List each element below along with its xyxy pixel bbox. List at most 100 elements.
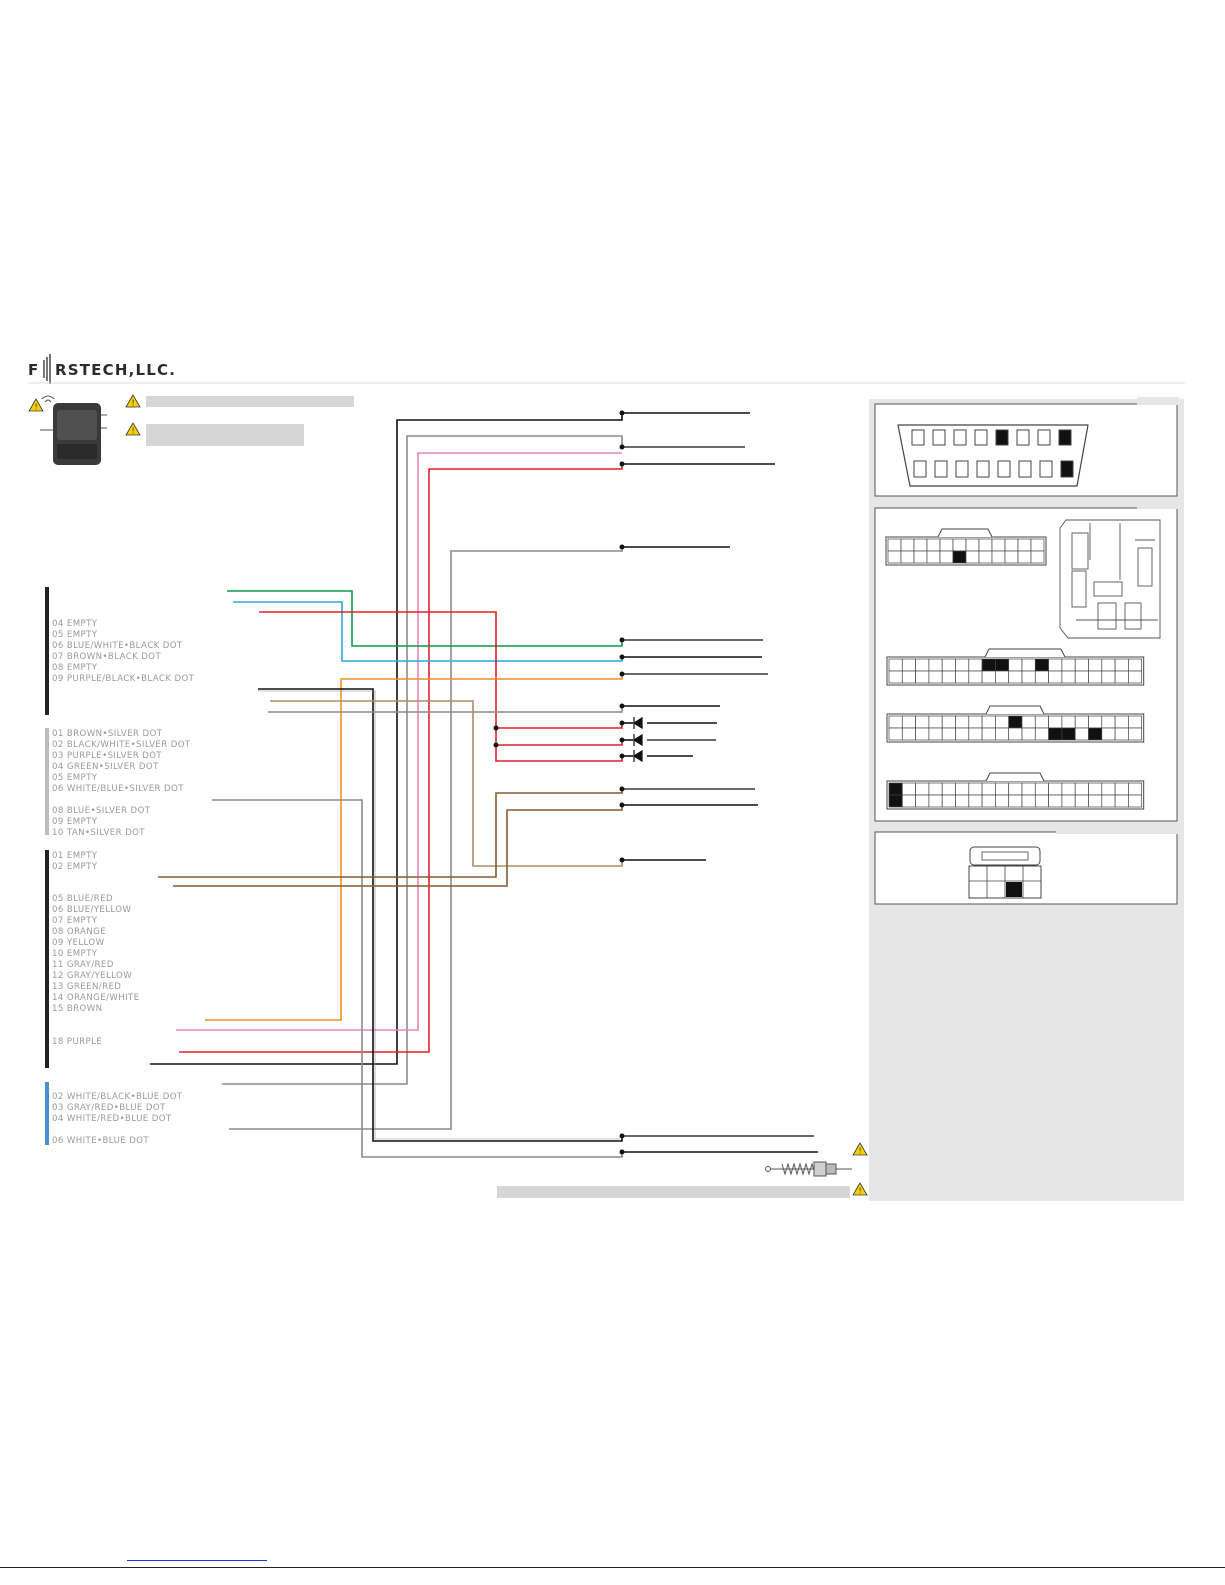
connector-pin [968,727,983,741]
connector-pin [915,715,930,729]
connector-pin [913,538,928,552]
connector-pin [1101,782,1116,796]
wire-white [258,690,620,1140]
obd-pin [934,460,948,478]
connector-pin [939,538,954,552]
connector-pin [1030,538,1045,552]
diode-icon [632,716,643,730]
obd-connector-box [874,397,1179,497]
obd-pin [974,429,988,446]
wire-red [496,723,623,729]
connector-pin [901,658,916,672]
connector-pin [1074,727,1089,741]
obd-pin [911,429,925,446]
note-bar [497,1186,850,1198]
pin-group-b: 01 BROWN•SILVER DOT 02 BLACK/WHITE•SILVE… [52,729,191,838]
connector-pin [1021,670,1036,684]
pin-label: 03 PURPLE•SILVER DOT [52,751,162,761]
connector-pin [965,538,980,552]
logo-signal-icon [43,354,51,384]
connector-pin [926,550,941,564]
connector-pin [1017,538,1032,552]
connector-pin [1004,538,1019,552]
wire-cyan [233,601,623,662]
connector-pin [1008,715,1023,729]
wire-pink [176,452,622,1031]
wire-black [258,688,623,1142]
antenna-icon [765,1161,852,1177]
pin-label: 09 YELLOW [52,938,105,948]
pin-label: 08 ORANGE [52,927,106,937]
wire-red [179,464,623,1053]
pin-label: 04 WHITE/RED•BLUE DOT [52,1114,172,1124]
connector-pin [1048,715,1063,729]
connector-pin [1048,782,1063,796]
obd-pin [995,429,1009,446]
connector-pin [1021,782,1036,796]
pin-label: 02 WHITE/BLACK•BLUE DOT [52,1092,183,1102]
connector-pin [1114,658,1129,672]
wire-red [259,611,623,762]
connector-pin [915,670,930,684]
connector-pin [981,658,996,672]
small-connector-icon [968,846,1042,899]
connector-pin [1088,794,1103,808]
connector-pin [928,670,943,684]
connector-pin [1074,670,1089,684]
connector-pin [1101,658,1116,672]
connector-pin [968,715,983,729]
connector-pin [968,794,983,808]
connector-pin [941,715,956,729]
connector-pin [915,658,930,672]
warning-icon: ! [125,394,141,408]
connector-pin [1017,550,1032,564]
connector-pin [995,670,1010,684]
connector-pin [901,670,916,684]
connector-pin [1088,715,1103,729]
connector-pin [1008,727,1023,741]
connector-pin [1034,670,1049,684]
connector-pin [1074,715,1089,729]
connector-pin [1088,782,1103,796]
connector-pin [887,550,902,564]
wire-red [496,740,623,746]
bcm-connector-icon [885,528,1145,810]
obd-pin [953,429,967,446]
diode-icon [632,749,643,763]
connector-pin [1008,794,1023,808]
connector-pin [1114,670,1129,684]
svg-text:!: ! [132,399,135,408]
wires [150,413,623,1158]
pin-label: 06 WHITE•BLUE DOT [52,1136,149,1146]
pin-label: 07 BROWN•BLACK DOT [52,652,161,662]
pin-label: 08 EMPTY [52,663,98,673]
obd-pin [997,460,1011,478]
connector-pin [1008,670,1023,684]
connector-pin [1034,658,1049,672]
connector-pin [941,670,956,684]
connector-pin [955,794,970,808]
junction-dots [493,410,625,1155]
obd-pin [976,460,990,478]
brand-logo: F RSTECH,LLC. [28,354,175,384]
connector-pin [1088,727,1103,741]
connector-grid [886,648,1145,686]
pin-label: 11 GRAY/RED [52,960,114,970]
connector-pin [1101,670,1116,684]
pin-label: 02 BLACK/WHITE•SILVER DOT [52,740,191,750]
connector-pin [991,550,1006,564]
connector-pin [955,727,970,741]
pin-label: 01 EMPTY [52,851,98,861]
svg-text:!: ! [859,1147,862,1156]
obd-pin [1039,460,1053,478]
connector-pin [1034,715,1049,729]
connector-pin [968,782,983,796]
footer-link[interactable] [127,1560,267,1561]
connector-pin [928,658,943,672]
connector-pin [901,715,916,729]
connector-pin [981,727,996,741]
connector-pin [952,550,967,564]
connector-pin [995,715,1010,729]
connector-pin [1074,794,1089,808]
